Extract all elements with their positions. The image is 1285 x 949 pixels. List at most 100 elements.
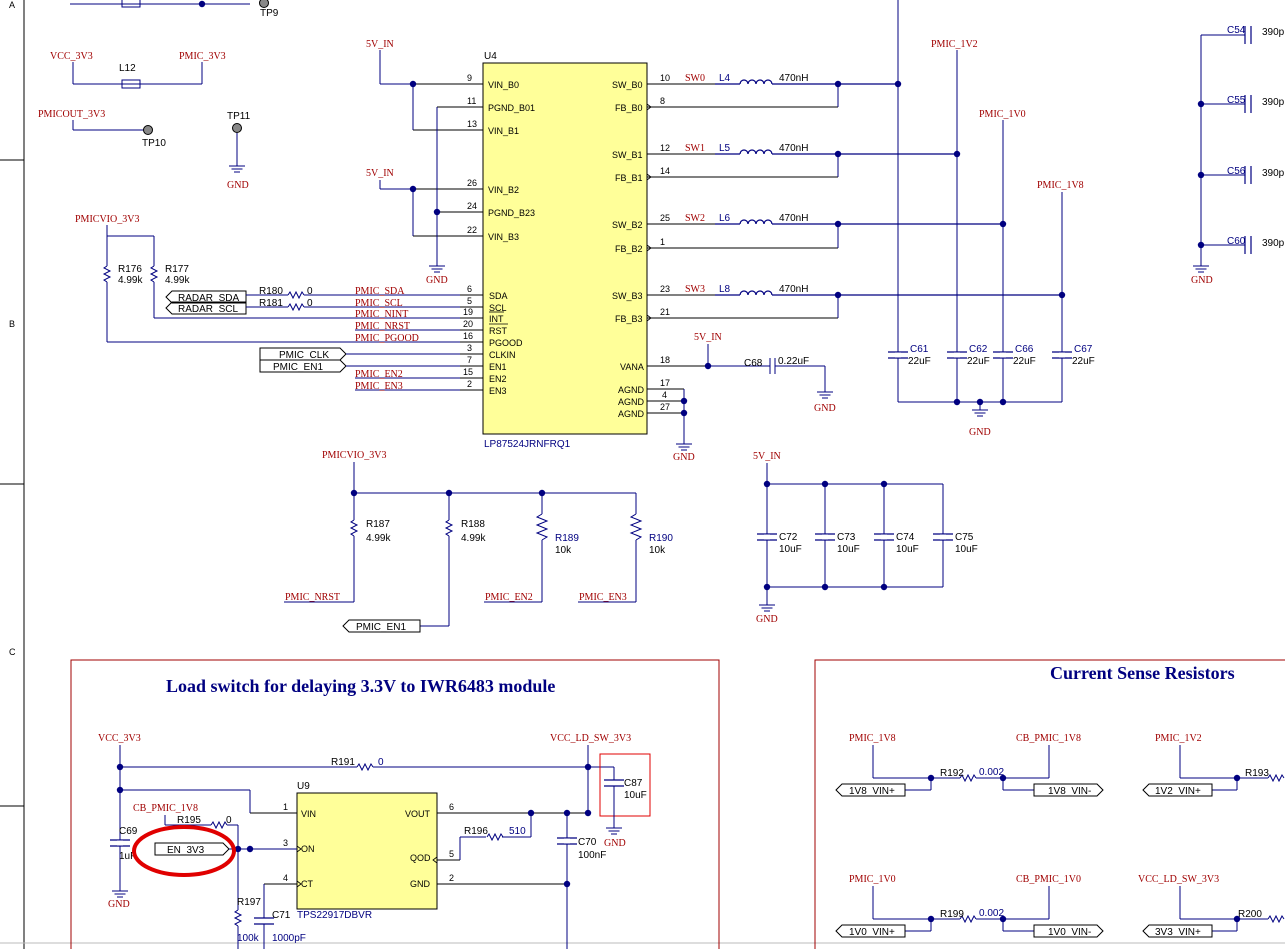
c70-value: 100nF — [578, 850, 606, 861]
tp9-label: TP9 — [260, 8, 279, 19]
pullup-section: PMICVIO_3V3 PMIC_NRST R187 4.99k PMIC_EN… — [284, 450, 673, 633]
l6-value: 470nH — [779, 213, 808, 224]
current-sense-title: Current Sense Resistors — [1050, 663, 1235, 683]
pin-num: 5 — [467, 296, 472, 306]
pin-num: 19 — [463, 307, 473, 317]
pin-num: 8 — [660, 96, 665, 106]
net-vcc-3v3-ls: VCC_3V3 — [98, 733, 141, 744]
net-sw1: SW1 — [685, 143, 705, 154]
r193-ref: R193 — [1245, 768, 1269, 779]
l5-ref: L5 — [719, 143, 731, 154]
radar-scl-label: RADAR_SCL — [178, 304, 238, 315]
net-pmic-1v8: PMIC_1V8 — [1037, 180, 1084, 191]
pin-num: 2 — [467, 379, 472, 389]
net-pmicvio-3v3: PMICVIO_3V3 — [75, 214, 139, 225]
u9-body[interactable] — [296, 792, 438, 910]
net-pmic-1v2-cs: PMIC_1V2 — [1155, 733, 1202, 744]
gnd-label-c87: GND — [604, 838, 626, 849]
net-pmic-en2-2: PMIC_EN2 — [485, 592, 533, 603]
c67-ref: C67 — [1074, 344, 1093, 355]
net-sw0: SW0 — [685, 73, 705, 84]
r190-value: 10k — [649, 545, 666, 556]
l12-label: L12 — [119, 63, 136, 74]
pin-num: 24 — [467, 201, 477, 211]
bulk-cap-section: 5V_IN C72 10uF C73 10uF C74 10uF C75 10u… — [753, 451, 978, 625]
port-en-3v3[interactable] — [154, 842, 230, 856]
load-switch-frame — [70, 659, 720, 949]
l8-value: 470nH — [779, 284, 808, 295]
r177-ref: R177 — [165, 264, 189, 275]
radar-sda-label: RADAR_SDA — [178, 293, 239, 304]
r197-value: 100k — [237, 933, 260, 944]
c61-ref: C61 — [910, 344, 929, 355]
u9-ref: U9 — [297, 781, 310, 792]
net-pmic-1v0-cs: PMIC_1V0 — [849, 874, 896, 885]
port-1v8-vin-n[interactable] — [1033, 783, 1104, 797]
net-pmic-1v8-cs: PMIC_1V8 — [849, 733, 896, 744]
c72-value: 10uF — [779, 544, 802, 555]
en-3v3-label: EN_3V3 — [167, 845, 205, 856]
net-5v-in-mid: 5V_IN — [366, 168, 394, 179]
port-1v8-vin-p[interactable] — [835, 783, 906, 797]
pin-name: VIN_B0 — [488, 80, 519, 90]
port-radar-sda[interactable] — [165, 290, 247, 304]
c71-value: 1000pF — [272, 933, 306, 944]
test-point-tp11 — [232, 123, 242, 133]
pmic-input-wiring: 5V_IN 5V_IN GND — [366, 39, 448, 286]
pin-num: 17 — [660, 378, 670, 388]
pin-name: PGND_B01 — [488, 103, 535, 113]
r196-ref: R196 — [464, 826, 488, 837]
pin-name: EN3 — [489, 386, 507, 396]
r187-value: 4.99k — [366, 533, 391, 544]
port-3v3-vin-p[interactable] — [1142, 924, 1213, 938]
pin-num: 20 — [463, 319, 473, 329]
r190-ref: R190 — [649, 533, 673, 544]
pin-name: AGND — [618, 397, 645, 407]
u9-num-4: 4 — [283, 873, 288, 883]
port-1v0-vin-n[interactable] — [1033, 924, 1104, 938]
port-1v2-vin-p[interactable] — [1142, 783, 1213, 797]
pin-num: 7 — [467, 355, 472, 365]
r181-value: 0 — [307, 298, 313, 309]
gnd-label-c61: GND — [969, 427, 991, 438]
c75-value: 10uF — [955, 544, 978, 555]
pin-num: 14 — [660, 166, 670, 176]
l8-ref: L8 — [719, 284, 731, 295]
c56-value: 390p — [1262, 168, 1285, 179]
port-pmic-en1[interactable] — [259, 359, 347, 373]
annotation-circle-en-3v3 — [132, 825, 236, 877]
port-1v0-vin-p[interactable] — [835, 924, 906, 938]
c75-ref: C75 — [955, 532, 974, 543]
u4-body[interactable] — [482, 62, 648, 435]
pin-num: 25 — [660, 213, 670, 223]
pin-num: 3 — [467, 343, 472, 353]
c54-value: 390p — [1262, 27, 1285, 38]
u4-part: LP87524JRNFRQ1 — [484, 439, 571, 450]
r176-value: 4.99k — [118, 275, 143, 286]
pin-name: FB_B2 — [615, 244, 643, 254]
port-pmic-clk[interactable] — [259, 347, 347, 361]
r180-ref: R180 — [259, 286, 283, 297]
pin-num: 11 — [467, 96, 476, 106]
pin-name: RST — [489, 326, 508, 336]
pin-num: 12 — [660, 143, 670, 153]
c74-value: 10uF — [896, 544, 919, 555]
port-radar-scl[interactable] — [165, 301, 247, 315]
pmic-en1-label: PMIC_EN1 — [273, 362, 323, 373]
net-pmicout-3v3: PMICOUT_3V3 — [38, 109, 105, 120]
port-pmic-en1-2[interactable] — [342, 619, 421, 633]
pin-name: SW_B3 — [612, 291, 643, 301]
l4-value: 470nH — [779, 73, 808, 84]
net-pmic-1v0: PMIC_1V0 — [979, 109, 1026, 120]
net-pmic-3v3: PMIC_3V3 — [179, 51, 226, 62]
u9-num-6: 6 — [449, 802, 454, 812]
u9-num-2: 2 — [449, 873, 454, 883]
net-vcc-3v3: VCC_3V3 — [50, 51, 93, 62]
gnd-label-tp11: GND — [227, 180, 249, 191]
pin-name: PGND_B23 — [488, 208, 535, 218]
net-5v-in-bulk: 5V_IN — [753, 451, 781, 462]
test-point-tp9 — [259, 0, 269, 8]
r195-ref: R195 — [177, 815, 201, 826]
